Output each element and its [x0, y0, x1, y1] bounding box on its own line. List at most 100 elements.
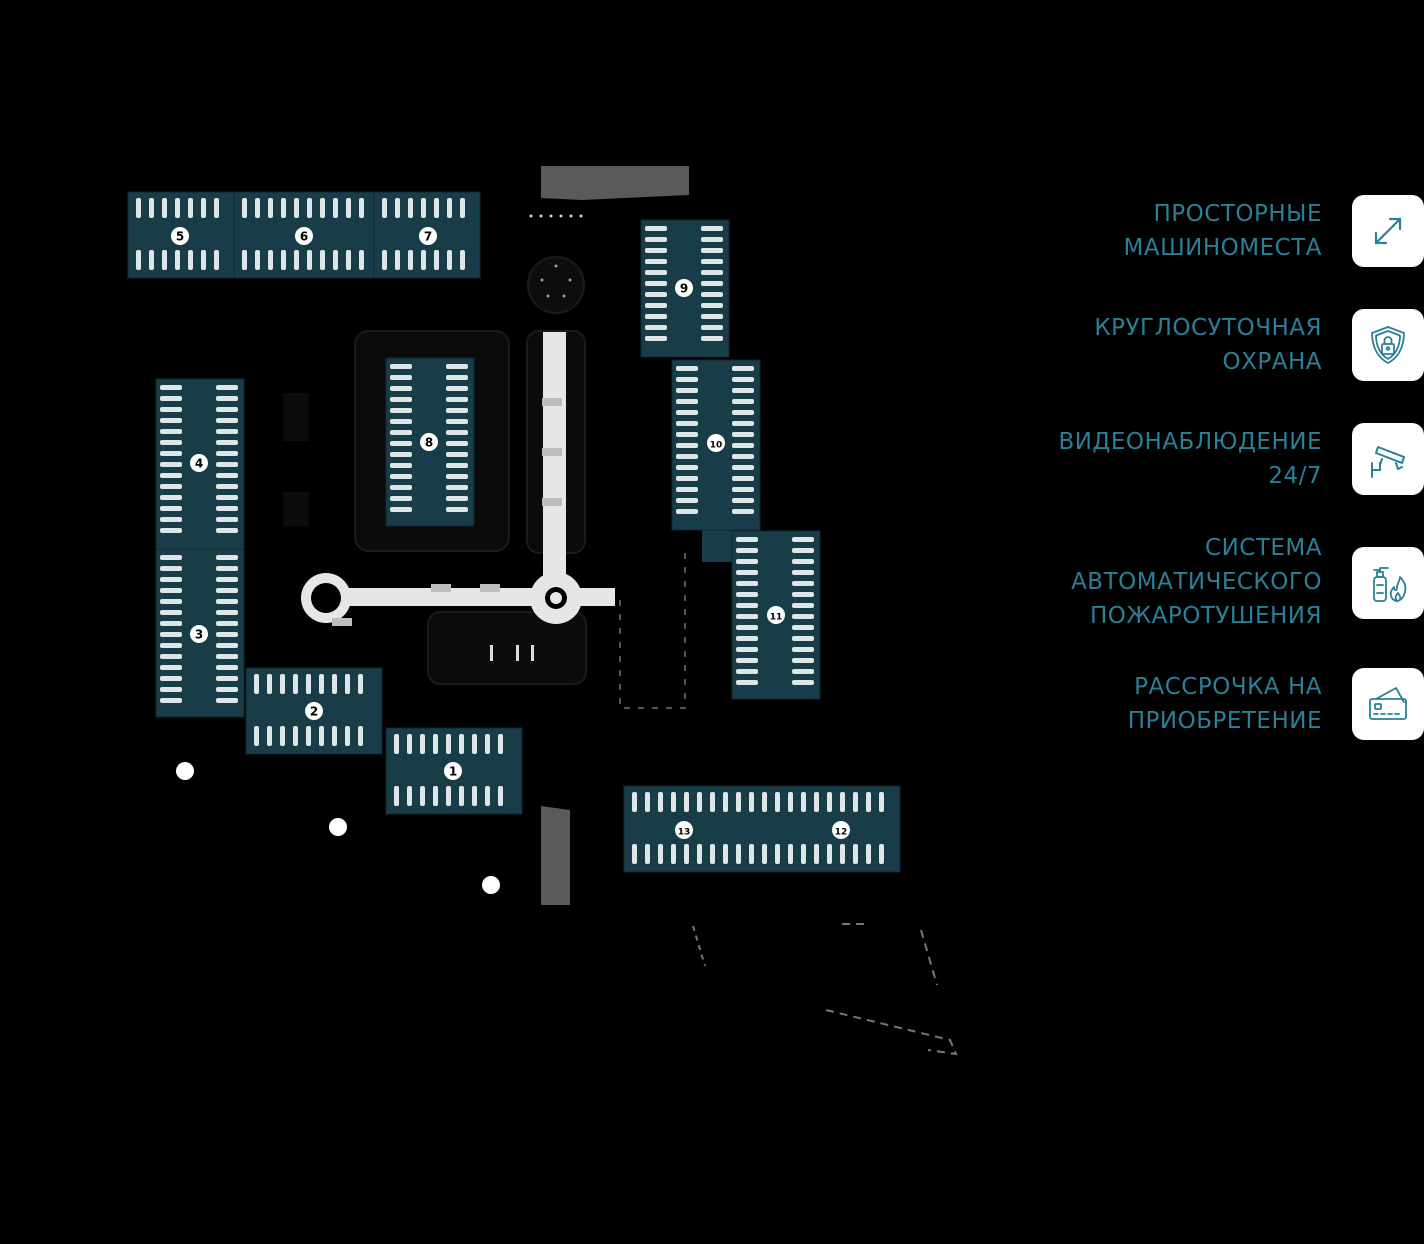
parking-space-mark: [645, 292, 667, 297]
parking-space-mark: [701, 336, 723, 341]
entry-ramp: [541, 166, 689, 200]
parking-space-mark: [792, 625, 814, 630]
parking-space-mark: [255, 250, 260, 270]
parking-space-mark: [853, 844, 858, 864]
parking-space-mark: [160, 588, 182, 593]
block-number-badge: [420, 433, 438, 451]
exit-ramp: [541, 806, 570, 905]
parking-space-mark: [676, 498, 698, 503]
parking-block-9[interactable]: 9: [640, 219, 730, 358]
feature-label-line: ПРИОБРЕТЕНИЕ: [1127, 708, 1322, 734]
parking-space-mark: [160, 566, 182, 571]
parking-space-mark: [160, 599, 182, 604]
parking-space-mark: [732, 366, 754, 371]
parking-space-mark: [676, 421, 698, 426]
parking-space-mark: [268, 250, 273, 270]
dashed-boundary-corner: [825, 1009, 958, 1056]
walkway-node: [542, 498, 562, 506]
parking-space-mark: [281, 198, 286, 218]
parking-space-mark: [498, 734, 503, 754]
parking-block-12[interactable]: 12: [623, 785, 901, 873]
parking-block-5[interactable]: 5: [127, 191, 235, 279]
parking-block-1[interactable]: 1: [385, 727, 523, 815]
parking-space-mark: [645, 248, 667, 253]
feature-label-line: ПРОСТОРНЫЕ: [1153, 201, 1322, 227]
parking-space-mark: [446, 430, 468, 435]
parking-block-3[interactable]: 3: [155, 548, 245, 718]
block-number-label: 13: [678, 828, 691, 838]
parking-space-mark: [723, 844, 728, 864]
parking-space-mark: [390, 463, 412, 468]
walkway-node: [480, 584, 500, 592]
parking-space-mark: [498, 786, 503, 806]
parking-block-13[interactable]: 13: [675, 821, 693, 839]
parking-space-mark: [333, 250, 338, 270]
block-number-badge: [190, 454, 208, 472]
block-number-label: 8: [425, 436, 433, 450]
parking-space-mark: [840, 792, 845, 812]
parking-space-mark: [701, 325, 723, 330]
fire-extinguisher-icon: [1373, 567, 1407, 602]
parking-space-mark: [216, 528, 238, 533]
feature-label: КРУГЛОСУТОЧНАЯ ОХРАНА: [992, 307, 1322, 383]
parking-space-mark: [390, 485, 412, 490]
parking-space-mark: [827, 844, 832, 864]
block-number-badge: [305, 702, 323, 720]
parking-block-8[interactable]: 8: [385, 357, 475, 527]
parking-space-mark: [736, 647, 758, 652]
parking-space-mark: [762, 792, 767, 812]
parking-space-mark: [736, 625, 758, 630]
parking-space-mark: [254, 726, 259, 746]
parking-block-6[interactable]: 6: [233, 191, 375, 279]
parking-space-mark: [676, 399, 698, 404]
parking-space-mark: [160, 528, 182, 533]
bollard: [579, 214, 583, 218]
parking-space-mark: [407, 786, 412, 806]
parking-block-11[interactable]: 11: [731, 530, 821, 700]
block-number-badge: [832, 821, 850, 839]
parking-space-mark: [446, 386, 468, 391]
parking-block-7[interactable]: 7: [373, 191, 481, 279]
parking-space-mark: [216, 566, 238, 571]
parking-space-mark: [736, 603, 758, 608]
parking-block-10[interactable]: 10: [671, 359, 761, 531]
parking-space-mark: [701, 226, 723, 231]
parking-space-mark: [658, 792, 663, 812]
parking-space-mark: [446, 485, 468, 490]
parking-space-mark: [160, 643, 182, 648]
parking-space-mark: [216, 385, 238, 390]
walkway-node: [542, 398, 562, 406]
parking-space-mark: [216, 473, 238, 478]
parking-space-mark: [394, 786, 399, 806]
feature-label-line: КРУГЛОСУТОЧНАЯ: [1094, 315, 1322, 341]
block-number-label: 2: [310, 705, 318, 719]
parking-space-mark: [736, 559, 758, 564]
parking-space-mark: [814, 844, 819, 864]
parking-space-mark: [390, 474, 412, 479]
wall-segment: [283, 492, 309, 526]
feature-label: ВИДЕОНАБЛЮДЕНИЕ 24/7: [992, 421, 1322, 497]
parking-space-mark: [792, 581, 814, 586]
feature-label-line: ОХРАНА: [1222, 349, 1322, 375]
parking-space-mark: [676, 366, 698, 371]
parking-space-mark: [175, 250, 180, 270]
parking-space-mark: [827, 792, 832, 812]
parking-space-mark: [775, 792, 780, 812]
bollard: [539, 214, 543, 218]
parking-space-mark: [407, 734, 412, 754]
parking-space-mark: [732, 421, 754, 426]
bollard: [549, 214, 553, 218]
parking-block-4[interactable]: 4: [155, 378, 245, 550]
parking-space-mark: [160, 462, 182, 467]
parking-space-mark: [390, 441, 412, 446]
parking-space-mark: [160, 555, 182, 560]
parking-block-2[interactable]: 2: [245, 667, 383, 755]
parking-space-mark: [358, 674, 363, 694]
parking-space-mark: [395, 198, 400, 218]
parking-space-mark: [345, 674, 350, 694]
parking-space-mark: [676, 454, 698, 459]
parking-space-mark: [701, 248, 723, 253]
parking-space-mark: [319, 674, 324, 694]
roundabout-marker: [540, 278, 544, 282]
